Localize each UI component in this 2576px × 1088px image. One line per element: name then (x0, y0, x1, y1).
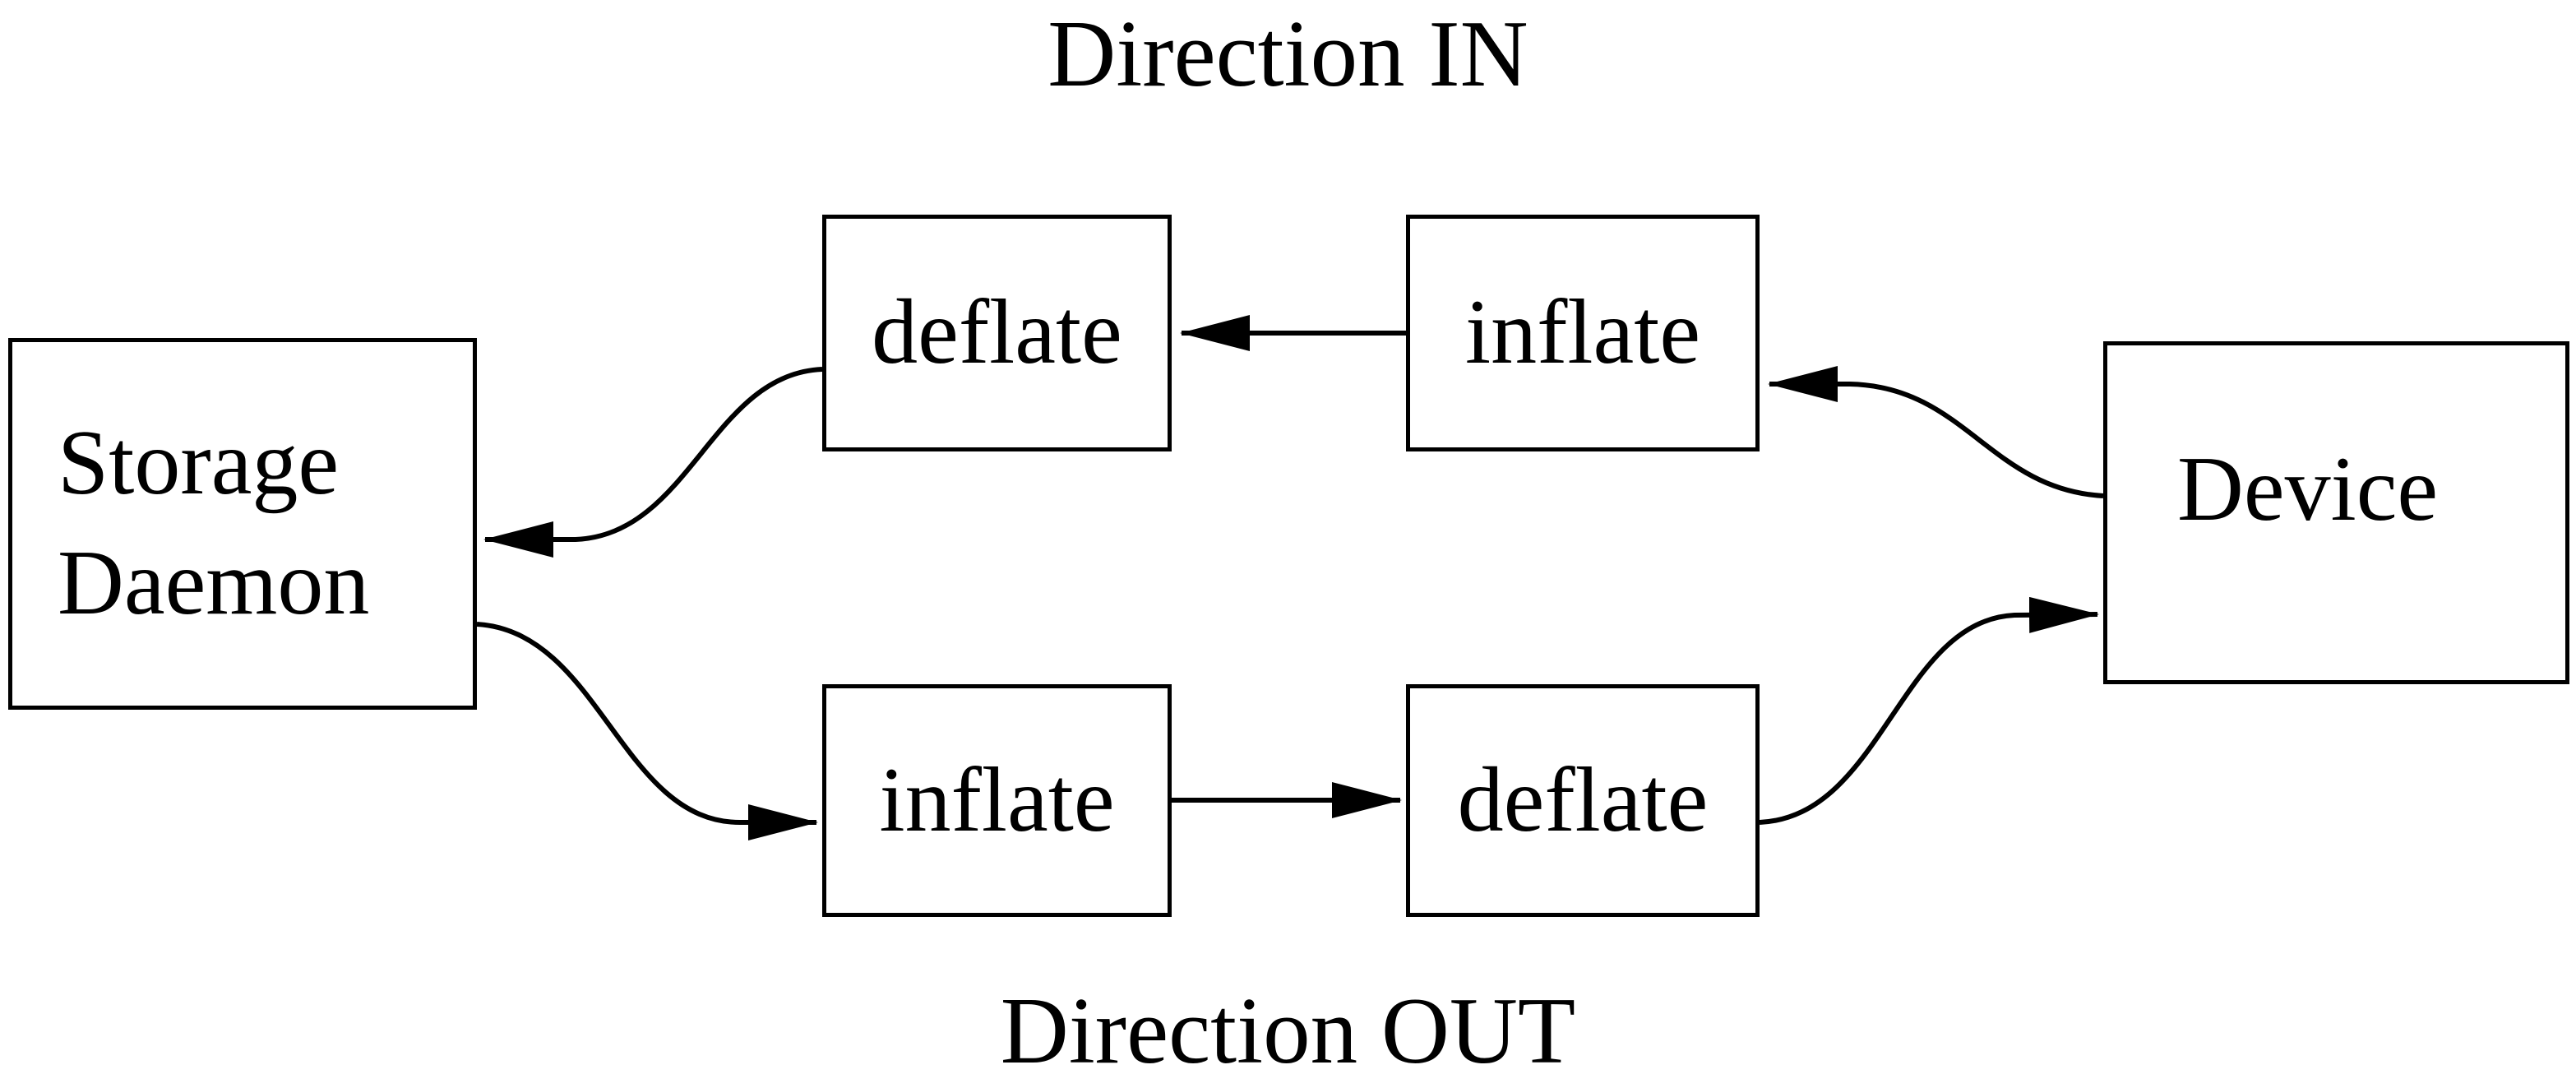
out-inflate-label: inflate (879, 748, 1115, 851)
out-deflate-node: deflate (1406, 684, 1760, 917)
device-label: Device (2177, 438, 2439, 540)
in-deflate-label: deflate (872, 281, 1122, 384)
arrow-storage-to-out-inflate (476, 622, 818, 840)
device-node: Device (2103, 341, 2569, 684)
storage-daemon-label: Storage Daemon (58, 412, 370, 634)
out-inflate-node: inflate (822, 684, 1172, 917)
arrow-out-deflate-to-device (1759, 596, 2099, 825)
storage-daemon-node: Storage Daemon (8, 338, 477, 710)
in-inflate-node: inflate (1406, 215, 1760, 451)
in-inflate-label: inflate (1464, 281, 1701, 384)
arrow-in-deflate-to-storage (483, 367, 823, 558)
in-deflate-node: deflate (822, 215, 1172, 451)
out-deflate-label: deflate (1457, 748, 1709, 851)
direction-out-title: Direction OUT (1000, 979, 1576, 1083)
direction-in-title: Direction IN (1048, 2, 1528, 106)
arrow-device-to-in-inflate (1768, 366, 2104, 498)
